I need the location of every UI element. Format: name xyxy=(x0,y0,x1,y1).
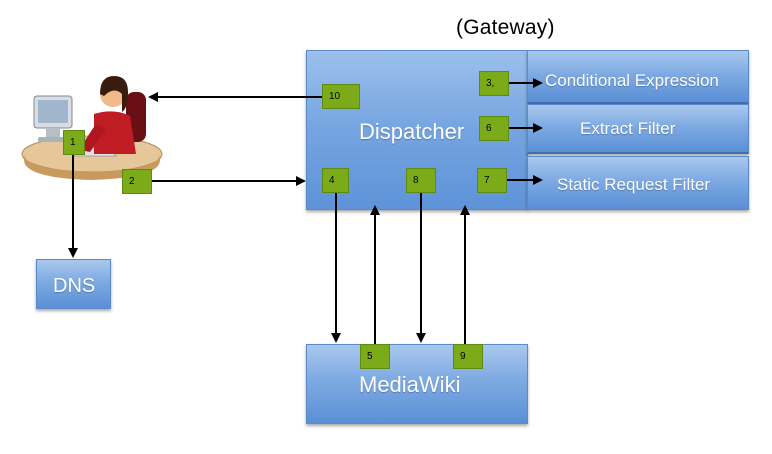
user-at-computer-icon xyxy=(10,68,165,183)
step-badge-2: 2 xyxy=(122,169,152,194)
step-badge-9: 9 xyxy=(453,344,483,369)
conditional-expression-box: Conditional Expression xyxy=(527,50,749,104)
mediawiki-box: MediaWiki xyxy=(306,344,528,424)
static-request-filter-box: Static Request Filter xyxy=(527,156,749,210)
gateway-title: (Gateway) xyxy=(456,16,555,39)
step-badge-5: 5 xyxy=(360,344,390,369)
step-badge-6: 6 xyxy=(479,116,509,141)
step-badge-7: 7 xyxy=(477,168,507,193)
step-badge-10: 10 xyxy=(322,84,360,109)
step-badge-8: 8 xyxy=(406,168,436,193)
step-badge-3: 3, xyxy=(479,71,509,96)
extract-filter-box: Extract Filter xyxy=(527,104,749,154)
dispatcher-label: Dispatcher xyxy=(359,119,465,144)
step-badge-1: 1 xyxy=(63,130,85,155)
mediawiki-label: MediaWiki xyxy=(359,372,461,397)
static-request-filter-label: Static Request Filter xyxy=(557,175,711,194)
dns-label: DNS xyxy=(53,275,96,297)
dns-box: DNS xyxy=(36,259,111,309)
extract-filter-label: Extract Filter xyxy=(580,119,676,138)
step-badge-4: 4 xyxy=(322,168,349,193)
conditional-expression-label: Conditional Expression xyxy=(545,71,719,90)
